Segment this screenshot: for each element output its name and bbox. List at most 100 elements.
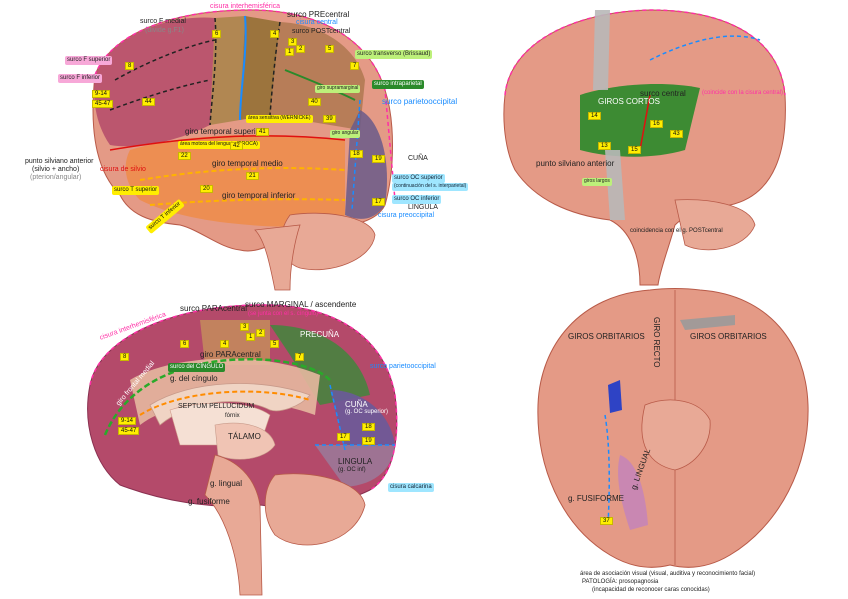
medial-interhemispheric — [89, 304, 398, 491]
brainstem-inf — [641, 399, 711, 471]
medial-brain-drawing — [87, 304, 398, 596]
lat-punto-silviano: punto silviano anterior — [25, 158, 94, 165]
ins-num-13: 13 — [598, 142, 611, 150]
lat-surco-f-medial: surco F medial — [140, 18, 186, 25]
med-num-7: 7 — [295, 353, 305, 361]
insula-brain-drawing — [503, 9, 786, 286]
lat-num-18: 18 — [350, 150, 363, 158]
lat-surco-pre: surco PREcentral — [287, 10, 350, 19]
med-precuna: PRECUÑA — [300, 330, 340, 339]
lat-cisura-preoccipital: cisura preoccipital — [378, 212, 435, 219]
insula-blue-line — [649, 35, 761, 61]
sylvian-line — [109, 135, 346, 151]
med-num-9-14: 9-14 — [118, 417, 137, 425]
insula-view-panel: surco central (coincide con la cisura ce… — [490, 0, 848, 300]
fusiform-blue-region — [608, 380, 622, 413]
lat-num-44: 44 — [142, 98, 155, 106]
retractor-top — [593, 10, 610, 90]
retractor-bottom — [605, 150, 625, 220]
med-num-1: 1 — [246, 333, 256, 341]
ins-num-15: 15 — [628, 146, 641, 154]
lat-cisura-silvio: cisura de silvio — [100, 166, 146, 173]
insula-interhemispheric — [504, 9, 786, 96]
insula-green-region — [580, 84, 700, 157]
med-surco-parietooccipital: surco parietooccipital — [370, 363, 436, 370]
lat-surco-intraparietal: surco intraparietal — [372, 80, 424, 89]
ins-num-43: 43 — [670, 130, 683, 138]
med-marginal: surco MARGINAL / ascendente — [245, 300, 357, 309]
med-lingula: LINGULA — [338, 457, 373, 466]
med-num-17: 17 — [337, 433, 350, 441]
ins-giros-cortos: GIROS CORTOS — [598, 97, 660, 106]
lingula-region — [315, 445, 395, 487]
lat-cuna: CUÑA — [408, 155, 428, 162]
temporal-inf-line — [149, 198, 346, 206]
med-talamo: TÁLAMO — [228, 432, 261, 441]
lingual-purple-region — [618, 455, 648, 530]
med-g-oc-sup: (g. OC superior) — [345, 409, 389, 415]
med-num-4: 4 — [220, 340, 230, 348]
lat-num-8: 8 — [125, 62, 135, 70]
lat-num-20: 20 — [200, 185, 213, 193]
lat-surco-parietooccipital: surco parietooccipital — [382, 97, 458, 106]
lat-w-22: área sensitiva (WERNICKE) — [246, 115, 313, 123]
lat-num-5: 5 — [325, 45, 335, 53]
lat-surco-f-superior: surco F superior — [65, 56, 113, 65]
lat-num-2: 2 — [296, 45, 306, 53]
med-se-junta: (se junta con el s. cíngulo) — [248, 311, 319, 317]
lat-num-42: 42 — [230, 142, 243, 150]
lat-cisura-inter: cisura interhemisférica — [210, 3, 281, 10]
inf-incapacidad: (incapacidad de reconocer caras conocida… — [592, 587, 710, 593]
brainstem — [254, 224, 301, 291]
inf-giros-orbitarios-l: GIROS ORBITARIOS — [568, 332, 645, 341]
lat-num-17: 17 — [372, 198, 385, 206]
lat-num-21: 21 — [246, 172, 259, 180]
medial-view-panel: cisura interhemisférica surco PARAcentra… — [0, 295, 480, 599]
inf-patologia: PATOLOGÍA: prosopagnosia — [582, 579, 659, 585]
med-cisura-calcarina: cisura calcarina — [388, 483, 434, 492]
lat-pterion: (pterion/angular) — [30, 174, 82, 181]
lat-num-1: 1 — [285, 48, 295, 56]
med-fornix: fórnix — [225, 413, 240, 419]
lat-giro-temp-inf: giro temporal inferior — [222, 191, 296, 200]
postcentral-gyrus — [240, 16, 280, 120]
ins-surco-central: surco central — [640, 89, 686, 98]
lat-num-3: 3 — [288, 38, 298, 46]
lat-continuacion: (continuación del s. interparietal) — [392, 183, 469, 191]
interhemispheric-line — [94, 9, 396, 201]
inf-g-fusiforme: g. FUSIFORME — [568, 494, 625, 503]
ins-punto-silviano: punto silviano anterior — [536, 159, 615, 168]
cerebellum-ins — [674, 199, 756, 251]
lat-surco-t-sup: surco T superior — [112, 186, 160, 195]
lat-surco-f-inferior: surco F inferior — [58, 74, 103, 83]
inf-giros-orbitarios-r: GIROS ORBITARIOS — [690, 332, 767, 341]
lat-cisura-central: cisura central — [296, 19, 338, 26]
lat-surco-oc-inf: surco OC inferior — [392, 195, 442, 204]
lat-num-40: 40 — [308, 98, 321, 106]
frontal-lobe-region — [94, 17, 215, 147]
lat-num-45-47: 45-47 — [92, 100, 114, 108]
lat-giro-temp-medio: giro temporal medio — [212, 159, 283, 168]
inf-area-reconocimiento: área de asociación visual (visual, audit… — [580, 571, 756, 577]
paracentral-region — [200, 320, 270, 365]
retractor-inf — [680, 315, 735, 330]
lat-surco-transverso: surco transverso (Brissaud) — [355, 50, 433, 59]
lat-giro-angular: giro angular — [330, 130, 361, 138]
med-g-oc-inf: (g. OC inf) — [338, 467, 366, 473]
parietal-lobe-region — [270, 22, 365, 130]
lat-surco-oc-sup: surco OC superior — [392, 174, 445, 183]
med-surco-paracentral: surco PARAcentral — [180, 304, 247, 313]
ins-coincidencia: coincidencia con el g. POSTcentral — [630, 228, 723, 234]
f-inf-line — [109, 79, 211, 111]
lat-num-39: 39 — [323, 115, 336, 123]
med-num-19: 19 — [362, 437, 375, 445]
central-sulcus-line — [239, 15, 247, 121]
med-g-fusiforme: g. fusiforme — [188, 497, 230, 506]
med-num-45-47: 45-47 — [118, 427, 140, 435]
lateral-brain-drawing — [92, 9, 396, 291]
med-septum: SEPTUM PELLUCIDUM — [178, 403, 255, 410]
ins-giros-largos: giros largos — [582, 178, 612, 186]
lateral-view-panel: cisura interhemisférica surco F medial (… — [0, 0, 480, 300]
inf-num-37: 37 — [600, 517, 613, 525]
f-sup-line — [114, 39, 216, 81]
